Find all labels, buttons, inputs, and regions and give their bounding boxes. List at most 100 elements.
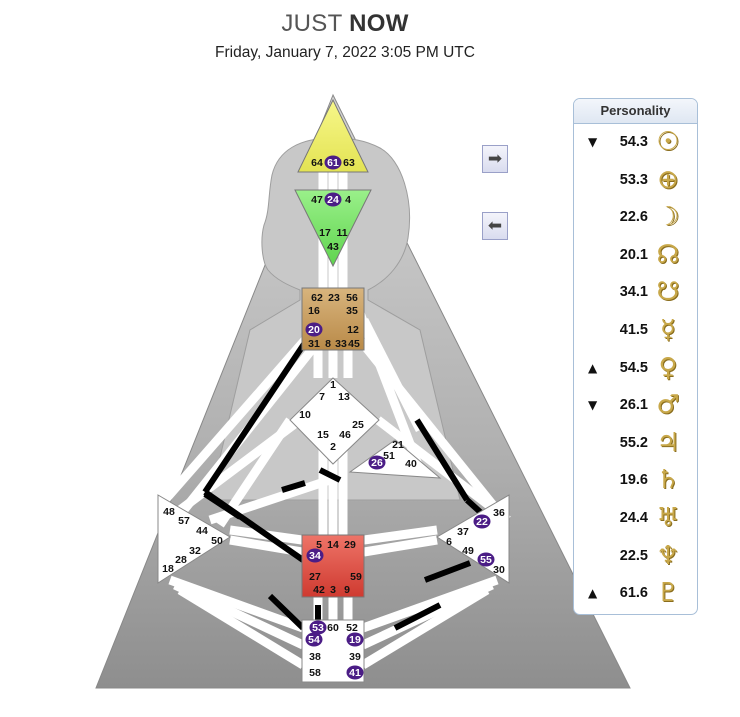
moon-icon[interactable]: ☽ (656, 202, 680, 233)
mercury-icon[interactable]: ☿ (660, 315, 676, 345)
gate-19[interactable]: 19 (349, 634, 361, 646)
gate-30[interactable]: 30 (493, 564, 505, 576)
planet-row: 41.5☿ (574, 314, 697, 348)
north-node-icon[interactable]: ☊ (656, 239, 680, 270)
gate-33[interactable]: 33 (335, 338, 347, 350)
gate-8[interactable]: 8 (325, 338, 331, 350)
gate-47[interactable]: 47 (311, 194, 323, 206)
gate-11[interactable]: 11 (336, 227, 347, 239)
gate-5[interactable]: 5 (316, 539, 322, 551)
gate-34[interactable]: 34 (309, 550, 321, 562)
gate-53[interactable]: 53 (312, 622, 324, 634)
activated-gate-marker (309, 620, 327, 635)
throat-center (301, 287, 365, 351)
head-center (297, 98, 369, 173)
gate-63[interactable]: 63 (343, 157, 355, 169)
gate-46[interactable]: 46 (339, 429, 351, 441)
gate-37[interactable]: 37 (457, 526, 469, 538)
south-node-icon[interactable]: ☋ (656, 277, 680, 308)
sacral-center (301, 534, 365, 598)
defined-channels (202, 140, 492, 631)
gate-14[interactable]: 14 (327, 539, 339, 551)
gate-40[interactable]: 40 (405, 458, 417, 470)
gate-50[interactable]: 50 (211, 535, 223, 547)
earth-icon[interactable]: ⊕ (657, 164, 679, 195)
gate-48[interactable]: 48 (163, 506, 175, 518)
saturn-icon[interactable]: ♄ (656, 465, 680, 496)
gate-7[interactable]: 7 (319, 391, 325, 403)
gate-62[interactable]: 62 (311, 292, 323, 304)
gate-3[interactable]: 3 (330, 584, 336, 596)
gate-15[interactable]: 15 (317, 429, 329, 441)
gate-32[interactable]: 32 (189, 545, 201, 557)
gate-24[interactable]: 24 (327, 194, 339, 206)
gate-22[interactable]: 22 (476, 516, 488, 528)
gate-27[interactable]: 27 (309, 571, 321, 583)
gate-45[interactable]: 45 (348, 338, 360, 350)
planet-row: 34.1☋ (574, 276, 697, 310)
gate-51[interactable]: 51 (383, 450, 395, 462)
gate-16[interactable]: 16 (308, 305, 320, 317)
gate-1[interactable]: 1 (330, 379, 336, 391)
gate-20[interactable]: 20 (308, 324, 320, 336)
gate-64[interactable]: 64 (311, 157, 323, 169)
chart-datetime: Friday, January 7, 2022 3:05 PM UTC (215, 44, 475, 61)
channel (375, 416, 511, 524)
venus-icon[interactable]: ♀ (658, 352, 678, 383)
gate-56[interactable]: 56 (346, 292, 358, 304)
sun-icon[interactable]: ☉ (656, 127, 680, 157)
gate-61[interactable]: 61 (327, 157, 339, 169)
gate-55[interactable]: 55 (480, 554, 492, 566)
gate-36[interactable]: 36 (493, 507, 505, 519)
mars-icon[interactable]: ♂ (656, 390, 680, 421)
gate-57[interactable]: 57 (178, 515, 190, 527)
defined-channel-segment (281, 480, 306, 493)
uranus-icon[interactable]: ♅ (656, 503, 680, 533)
gate-31[interactable]: 31 (308, 338, 320, 350)
planet-row: ▲61.6♇ (574, 577, 697, 611)
gate-43[interactable]: 43 (327, 241, 339, 253)
gate-28[interactable]: 28 (175, 554, 187, 566)
gate-39[interactable]: 39 (349, 651, 361, 663)
gate-6[interactable]: 6 (446, 536, 452, 548)
activated-gate-marker (368, 455, 386, 470)
channel (161, 337, 309, 503)
gate-35[interactable]: 35 (346, 305, 358, 317)
gate-58[interactable]: 58 (309, 667, 321, 679)
gate-59[interactable]: 59 (350, 571, 362, 583)
gate-54[interactable]: 54 (308, 634, 320, 646)
gate-49[interactable]: 49 (462, 545, 474, 557)
gate-26[interactable]: 26 (371, 457, 383, 469)
direction-arrow: ▼ (588, 398, 598, 413)
gate-21[interactable]: 21 (392, 439, 404, 451)
title-bold: NOW (349, 10, 409, 37)
gate-23[interactable]: 23 (328, 292, 340, 304)
planet-value: 24.4 (619, 510, 648, 526)
gate-2[interactable]: 2 (330, 441, 336, 453)
gate-25[interactable]: 25 (352, 419, 364, 431)
activated-gate-marker (305, 322, 323, 337)
gate-9[interactable]: 9 (344, 584, 350, 596)
next-button[interactable]: ➡ (482, 145, 508, 173)
page-title: JUST NOW (0, 10, 690, 38)
gate-60[interactable]: 60 (327, 622, 339, 634)
previous-button[interactable]: ⬅ (482, 212, 508, 240)
gate-42[interactable]: 42 (313, 584, 325, 596)
planet-value: 26.1 (619, 397, 648, 414)
gate-29[interactable]: 29 (344, 539, 356, 551)
gate-38[interactable]: 38 (309, 651, 321, 663)
gate-10[interactable]: 10 (299, 409, 311, 421)
gate-18[interactable]: 18 (162, 563, 174, 575)
neptune-icon[interactable]: ♆ (656, 540, 680, 571)
gate-41[interactable]: 41 (349, 667, 361, 679)
gate-13[interactable]: 13 (338, 391, 350, 403)
activated-gate-marker (324, 192, 342, 207)
gate-12[interactable]: 12 (347, 324, 359, 336)
gate-4[interactable]: 4 (345, 194, 351, 206)
gate-17[interactable]: 17 (319, 227, 331, 239)
pluto-icon[interactable]: ♇ (656, 578, 680, 609)
jupiter-icon[interactable]: ♃ (656, 427, 680, 458)
gate-44[interactable]: 44 (196, 525, 208, 537)
gate-52[interactable]: 52 (346, 622, 358, 634)
defined-channel-segment (267, 593, 306, 631)
